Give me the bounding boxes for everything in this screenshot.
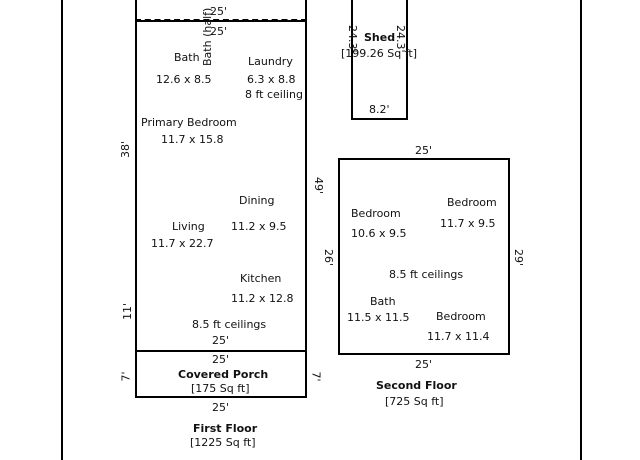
second-floor-outline xyxy=(338,158,510,355)
second-floor-bottom-width: 25' xyxy=(415,358,433,371)
room-bedroom-3-dims: 11.7 x 11.4 xyxy=(427,330,490,343)
room-kitchen-dims: 11.2 x 12.8 xyxy=(231,292,294,305)
first-floor-ceilings: 8.5 ft ceilings xyxy=(192,318,267,331)
room-dining-dims: 11.2 x 9.5 xyxy=(231,220,287,233)
first-floor-strip-width: 25' xyxy=(210,5,228,18)
room-bath-name: Bath xyxy=(174,51,200,64)
room-dining-name: Dining xyxy=(239,194,275,207)
second-floor-ceilings: 8.5 ft ceilings xyxy=(389,268,464,281)
room-laundry-name: Laundry xyxy=(248,55,293,68)
porch-left-height: 7' xyxy=(119,371,133,382)
second-floor-right-height: 29' xyxy=(512,248,526,267)
shed-area: [199.26 Sq ft] xyxy=(341,47,418,60)
first-floor-area: [1225 Sq ft] xyxy=(190,436,256,449)
porch-bottom-width: 25' xyxy=(212,401,230,414)
room-laundry-dims: 6.3 x 8.8 xyxy=(247,73,296,86)
first-floor-left-upper-dim: 38' xyxy=(119,140,133,159)
first-floor-left-lower-dim: 11' xyxy=(121,302,135,321)
first-floor-dashed-line xyxy=(135,19,307,21)
room-bedroom-2-name: Bedroom xyxy=(447,196,497,209)
porch-area: [175 Sq ft] xyxy=(191,382,250,395)
porch-top-width: 25' xyxy=(212,353,230,366)
second-floor-label: Second Floor xyxy=(376,379,457,392)
first-floor-bottom-width: 25' xyxy=(212,334,230,347)
porch-label: Covered Porch xyxy=(178,368,269,381)
second-floor-left-height: 26' xyxy=(322,248,336,267)
shed-outline xyxy=(351,0,408,120)
room-bedroom-1-dims: 10.6 x 9.5 xyxy=(351,227,407,240)
room-bedroom-3-name: Bedroom xyxy=(436,310,486,323)
room-living-name: Living xyxy=(172,220,205,233)
porch-right-height: 7' xyxy=(309,371,323,382)
second-floor-area: [725 Sq ft] xyxy=(385,395,444,408)
second-floor-top-width: 25' xyxy=(415,144,433,157)
shed-label: Shed xyxy=(364,31,396,44)
room-bedroom-1-name: Bedroom xyxy=(351,207,401,220)
room-bedroom-2-dims: 11.7 x 9.5 xyxy=(440,217,496,230)
first-floor-label: First Floor xyxy=(193,422,258,435)
room-bath-half-name: Bath (half) xyxy=(201,7,214,66)
covered-porch-outline xyxy=(135,350,307,398)
room-bath-2-name: Bath xyxy=(370,295,396,308)
frame-right-edge xyxy=(580,0,582,460)
room-bath-dims: 12.6 x 8.5 xyxy=(156,73,212,86)
shed-bottom-width: 8.2' xyxy=(369,103,390,116)
room-bath-2-dims: 11.5 x 11.5 xyxy=(347,311,410,324)
room-primary-bedroom-dims: 11.7 x 15.8 xyxy=(161,133,224,146)
frame-left-edge xyxy=(61,0,63,460)
room-primary-bedroom-name: Primary Bedroom xyxy=(141,116,237,129)
first-floor-right-height-dim: 49' xyxy=(312,176,326,195)
room-kitchen-name: Kitchen xyxy=(240,272,282,285)
first-floor-top-strip xyxy=(135,0,307,20)
room-laundry-note: 8 ft ceiling xyxy=(245,88,303,101)
first-floor-top-width: 25' xyxy=(210,25,228,38)
room-living-dims: 11.7 x 22.7 xyxy=(151,237,214,250)
